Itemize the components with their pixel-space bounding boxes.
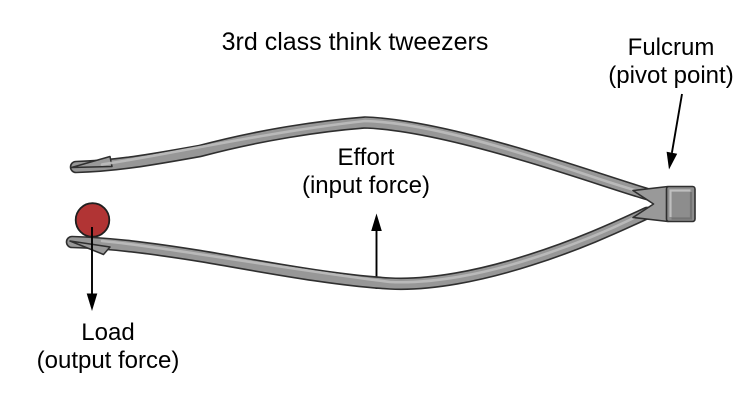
load-label-detail: (output force) xyxy=(36,347,180,374)
lower-arm-highlight xyxy=(100,213,642,284)
effort-arrowhead-icon xyxy=(371,213,382,231)
diagram-title: 3rd class think tweezers xyxy=(221,28,489,56)
tweezers xyxy=(65,116,696,291)
fulcrum-label-name: Fulcrum xyxy=(627,34,715,61)
fulcrum-pivot-block xyxy=(665,185,696,223)
effort-label-detail: (input force) xyxy=(301,172,431,199)
lower-arm-tip-barb xyxy=(69,240,111,256)
annotation-arrows xyxy=(86,93,683,311)
fulcrum-label-detail: (pivot point) xyxy=(608,61,734,89)
load-label: Load (output force) xyxy=(18,319,198,375)
load-label-name: Load xyxy=(81,319,135,346)
upper-arm-highlight xyxy=(100,119,642,193)
fulcrum-arrow-shaft xyxy=(670,93,683,153)
load-arrowhead-icon xyxy=(86,293,98,311)
effort-label: Effort (input force) xyxy=(276,144,456,200)
tweezers-neck xyxy=(632,185,669,223)
fulcrum-arrowhead-icon xyxy=(666,151,678,170)
effort-label-name: Effort xyxy=(337,144,395,171)
pivot-block-shade xyxy=(671,192,693,220)
pivot-block-highlight xyxy=(669,189,691,217)
fulcrum-label: Fulcrum (pivot point) xyxy=(591,34,750,89)
